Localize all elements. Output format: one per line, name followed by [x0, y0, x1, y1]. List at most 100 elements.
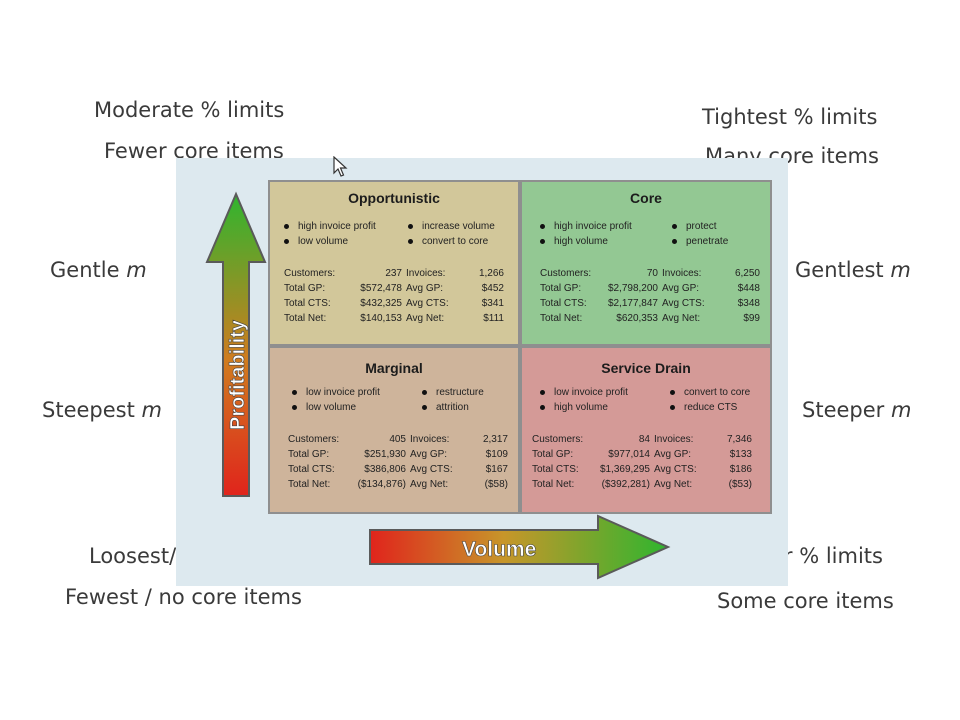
- stat-value: $167: [485, 464, 508, 475]
- quadrant-service-drain: Service Drain low invoice profit high vo…: [520, 346, 772, 514]
- bottom-right-items-label: Some core items: [717, 589, 894, 613]
- stat-row: Customers: 84 Invoices: 7,346: [532, 432, 754, 447]
- quadrant-title: Marginal: [365, 360, 423, 376]
- bullet-list-traits: low invoice profit high volume: [540, 385, 628, 415]
- stat-label: Avg CTS:: [662, 298, 705, 309]
- list-item: high volume: [540, 234, 632, 249]
- stat-value: $99: [743, 313, 760, 324]
- stat-label: Customers:: [532, 434, 584, 445]
- bullet-list-traits: low invoice profit low volume: [292, 385, 380, 415]
- stat-value: 7,346: [726, 434, 752, 445]
- stat-value: $432,325: [360, 298, 402, 309]
- mouse-cursor-icon: [333, 156, 348, 177]
- stat-value: $1,369,295: [599, 464, 650, 475]
- stat-label: Customers:: [540, 268, 592, 279]
- stat-value: 237: [385, 268, 402, 279]
- list-item: low invoice profit: [292, 385, 380, 400]
- profitability-axis-arrow: Profitability: [205, 191, 267, 497]
- volume-axis-label: Volume: [462, 538, 536, 561]
- stat-value: $348: [737, 298, 760, 309]
- stat-label: Invoices:: [654, 434, 694, 445]
- bullet-list-traits: high invoice profit low volume: [284, 219, 376, 249]
- list-item: reduce CTS: [670, 400, 750, 415]
- stat-value: $620,353: [616, 313, 658, 324]
- stat-label: Total Net:: [288, 479, 331, 490]
- volume-axis-arrow: Volume: [369, 514, 671, 580]
- stat-value: 2,317: [482, 434, 508, 445]
- stat-value: ($53): [728, 479, 752, 490]
- list-item: low invoice profit: [540, 385, 628, 400]
- quadrant-marginal: Marginal low invoice profit low volume r…: [268, 346, 520, 514]
- stat-label: Total GP:: [288, 449, 330, 460]
- stat-label: Customers:: [288, 434, 340, 445]
- bottom-left-items-label: Fewest / no core items: [65, 585, 302, 609]
- stat-value: $2,798,200: [607, 283, 658, 294]
- profitability-axis-label: Profitability: [227, 319, 249, 430]
- stat-value: ($134,876): [357, 479, 406, 490]
- list-item: attrition: [422, 400, 484, 415]
- list-item: convert to core: [408, 234, 495, 249]
- list-item: increase volume: [408, 219, 495, 234]
- stat-value: $140,153: [360, 313, 402, 324]
- stat-value: $572,478: [360, 283, 402, 294]
- stat-value: 84: [638, 434, 650, 445]
- quadrant-title: Core: [630, 190, 662, 206]
- stat-label: Avg CTS:: [654, 464, 697, 475]
- stat-label: Avg GP:: [410, 449, 448, 460]
- stat-label: Total GP:: [540, 283, 582, 294]
- stat-label: Avg GP:: [654, 449, 692, 460]
- stat-value: $341: [481, 298, 504, 309]
- bullet-list-traits: high invoice profit high volume: [540, 219, 632, 249]
- stat-value: $111: [483, 313, 504, 324]
- stat-label: Total GP:: [532, 449, 574, 460]
- list-item: protect: [672, 219, 728, 234]
- stat-row: Total Net:($392,281)Avg Net:($53): [532, 477, 754, 492]
- steepest-slope-label: Steepest m: [42, 397, 162, 423]
- quadrant-title: Opportunistic: [348, 190, 440, 206]
- gentle-slope-label: Gentle m: [50, 257, 147, 283]
- list-item: high invoice profit: [540, 219, 632, 234]
- stat-label: Invoices:: [406, 268, 446, 279]
- stat-value: 6,250: [734, 268, 760, 279]
- bullet-list-actions: convert to core reduce CTS: [670, 385, 750, 415]
- stat-label: Total GP:: [284, 283, 326, 294]
- stat-value: $133: [729, 449, 752, 460]
- steeper-slope-text: Steeper: [802, 398, 885, 422]
- quadrant-title: Service Drain: [601, 360, 691, 376]
- quadrant-opportunistic: Opportunistic high invoice profit low vo…: [268, 180, 520, 346]
- top-right-limits-label: Tightest % limits: [702, 105, 878, 129]
- list-item: low volume: [292, 400, 380, 415]
- stat-label: Total CTS:: [284, 298, 331, 309]
- stat-value: $452: [481, 283, 504, 294]
- stat-value: 70: [646, 268, 658, 279]
- bullet-list-actions: increase volume convert to core: [408, 219, 495, 249]
- stat-label: Avg GP:: [406, 283, 444, 294]
- stat-row: Total GP: $572,478 Avg GP: $452: [284, 281, 506, 296]
- stat-value: ($58): [484, 479, 508, 490]
- gentlest-slope-label: Gentlest m: [795, 257, 911, 283]
- quadrant-core: Core high invoice profit high volume pro…: [520, 180, 772, 346]
- list-item: high volume: [540, 400, 628, 415]
- stat-label: Total CTS:: [288, 464, 335, 475]
- steepest-slope-text: Steepest: [42, 398, 135, 422]
- slope-variable: m: [890, 398, 912, 422]
- stat-value: $386,806: [364, 464, 406, 475]
- bullet-list-actions: protect penetrate: [672, 219, 728, 249]
- stat-label: Avg Net:: [406, 313, 445, 324]
- top-left-limits-label: Moderate % limits: [94, 98, 285, 122]
